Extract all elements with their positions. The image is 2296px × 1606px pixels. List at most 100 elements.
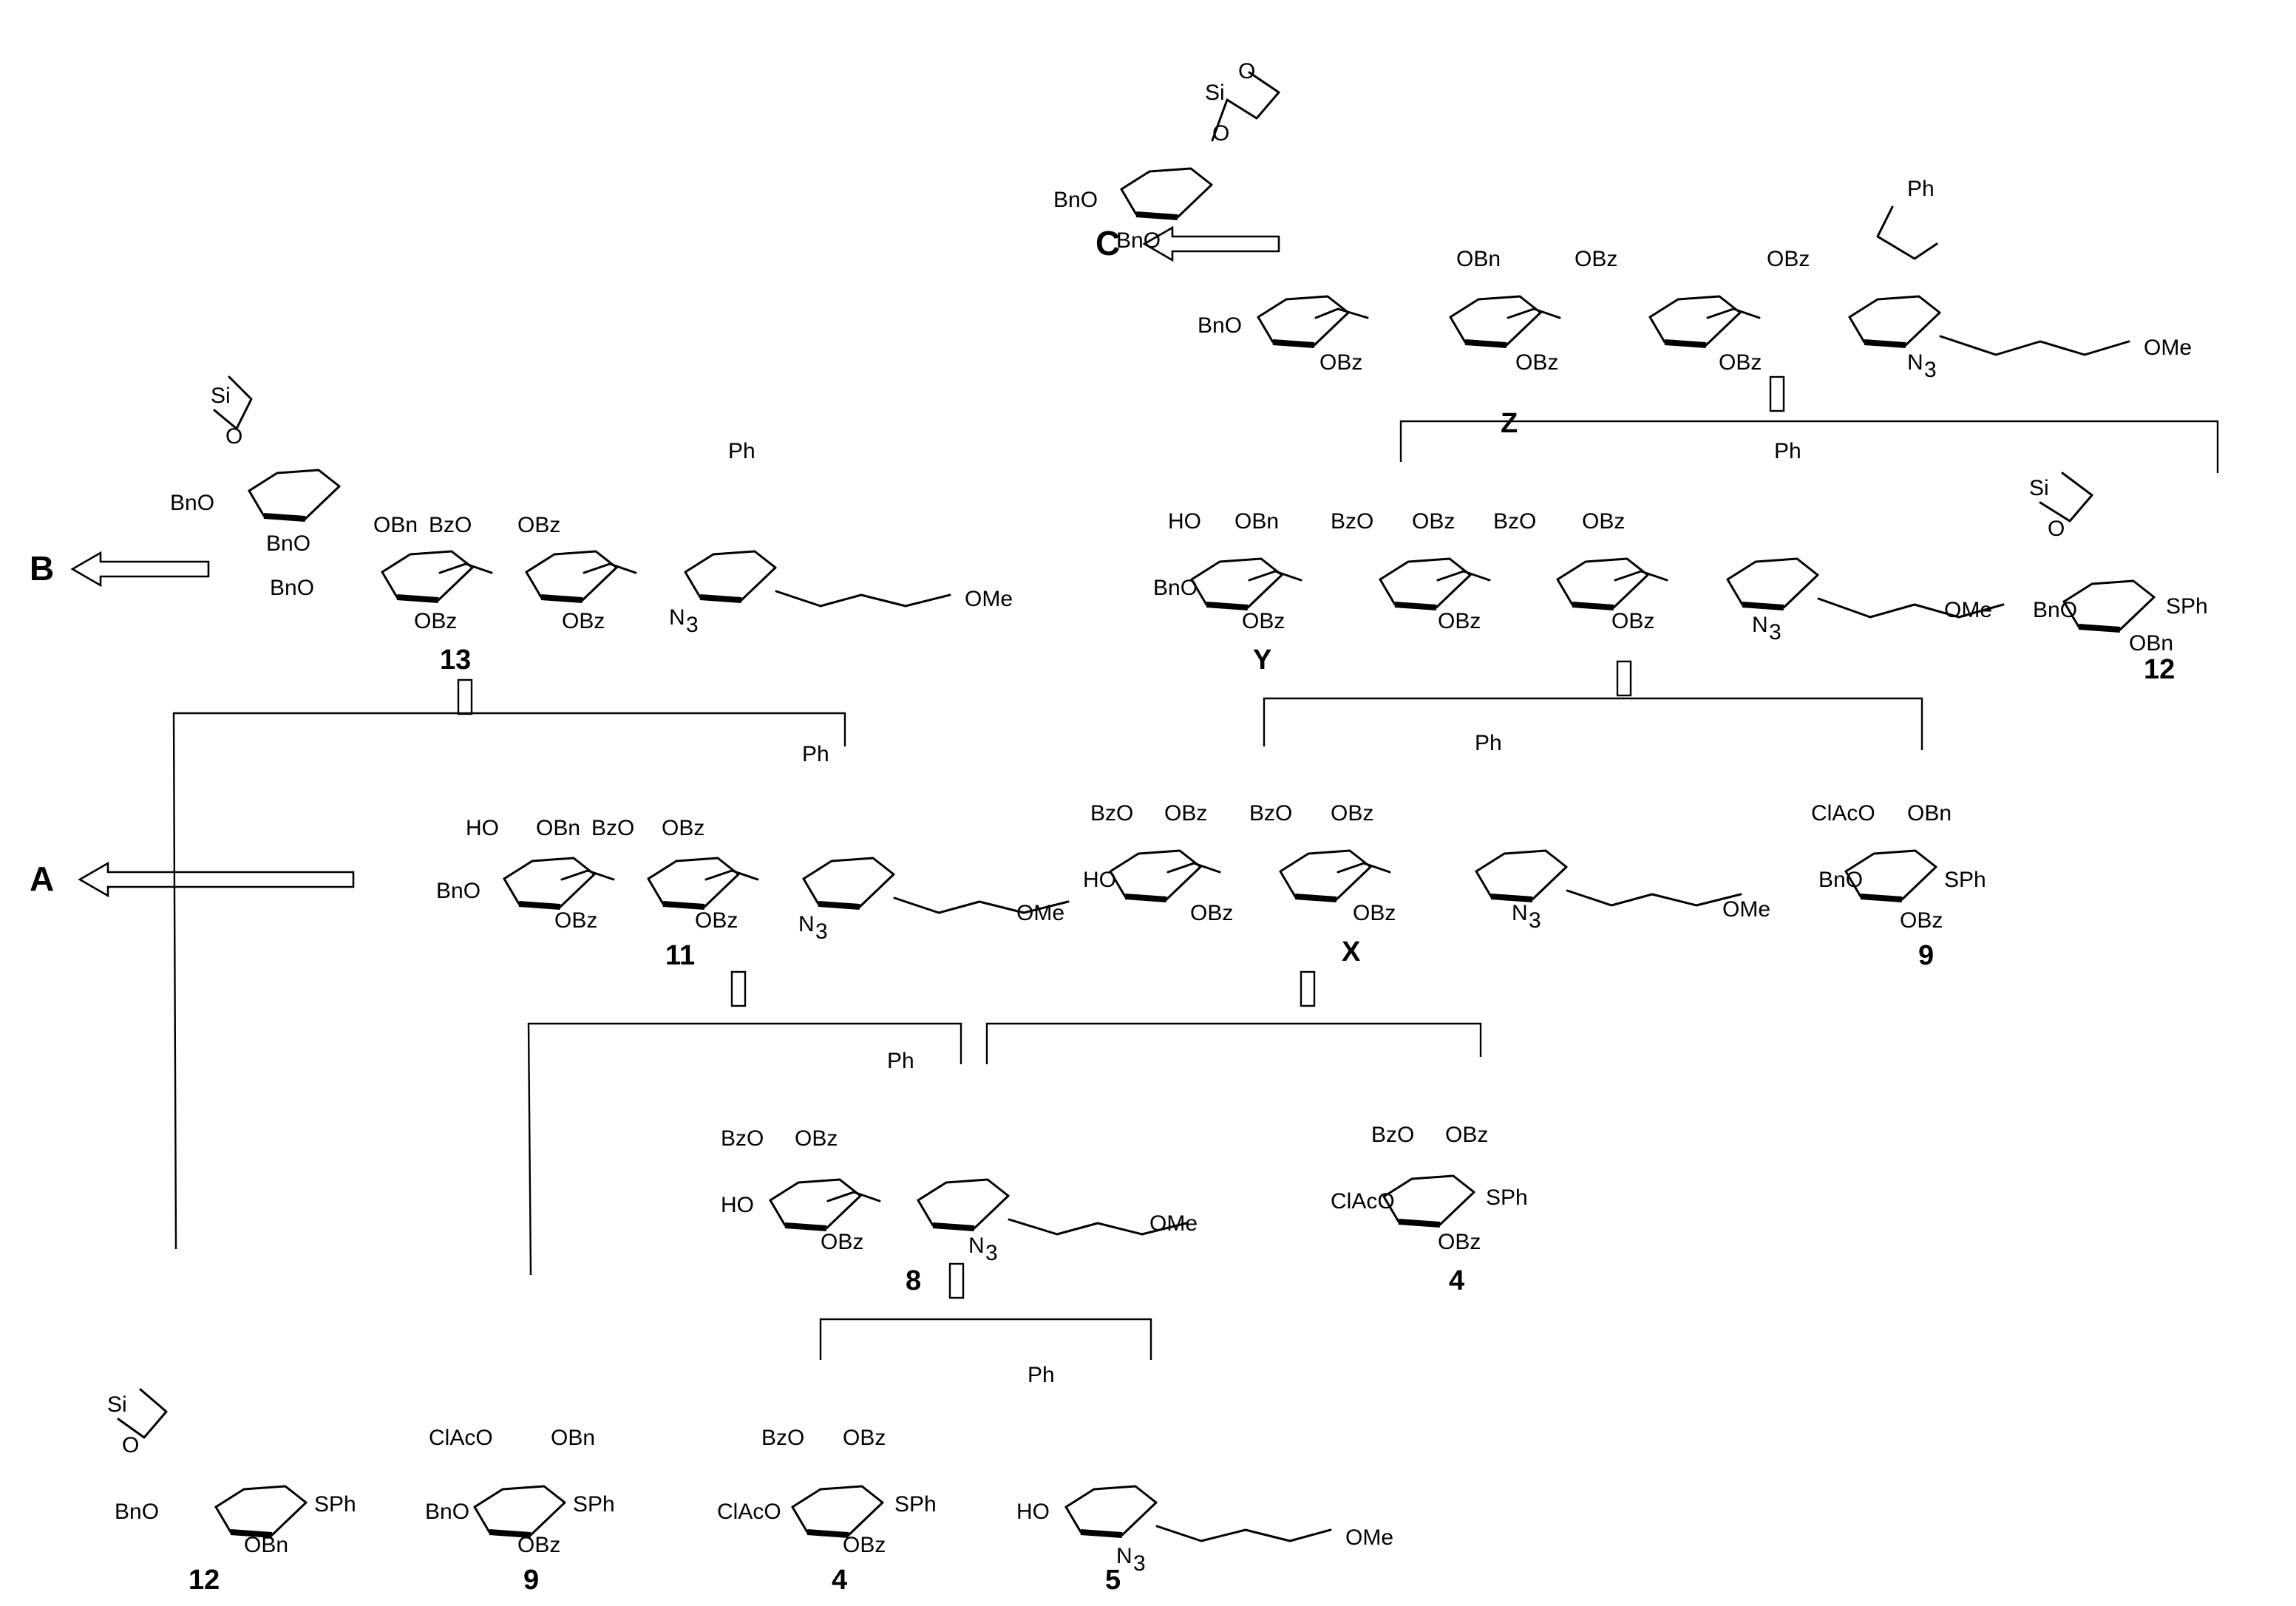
svg-text:Ph: Ph xyxy=(1907,177,1935,201)
compound-y: HO OBn BzO OBz BzO OBz Ph BnO OBz OBz OB… xyxy=(1153,439,2005,676)
svg-text:OBz: OBz xyxy=(1575,247,1617,271)
svg-text:Ph: Ph xyxy=(728,439,755,463)
svg-text:HO: HO xyxy=(1168,509,1201,534)
compound-label-9-bottom: 9 xyxy=(523,1565,539,1596)
svg-text:OBz: OBz xyxy=(414,609,457,633)
bracket-8 xyxy=(819,1318,1152,1360)
svg-text:OBn: OBn xyxy=(373,513,418,537)
svg-text:OMe: OMe xyxy=(1016,901,1064,925)
compound-label-4-bottom: 4 xyxy=(832,1565,847,1596)
svg-text:BnO: BnO xyxy=(1053,188,1098,212)
svg-text:BnO: BnO xyxy=(436,879,480,903)
compound-5: Ph HO N 3 OMe 5 xyxy=(1016,1363,1393,1596)
svg-text:ClAcO: ClAcO xyxy=(717,1500,781,1524)
svg-text:OBz: OBz xyxy=(695,908,738,933)
svg-text:BzO: BzO xyxy=(591,816,634,840)
svg-text:O: O xyxy=(122,1433,139,1457)
svg-text:N: N xyxy=(1907,350,1923,375)
svg-text:BnO: BnO xyxy=(1818,868,1863,892)
svg-text:O: O xyxy=(1212,121,1229,146)
bracket-11 xyxy=(527,1022,962,1276)
svg-text:HO: HO xyxy=(721,1193,754,1217)
svg-text:OMe: OMe xyxy=(1944,598,1992,622)
compound-label-13: 13 xyxy=(440,644,471,676)
compound-x: BzO OBz BzO OBz Ph HO OBz OBz N 3 OMe X xyxy=(1083,731,1770,967)
svg-text:SPh: SPh xyxy=(314,1492,356,1517)
svg-text:3: 3 xyxy=(1924,358,1937,382)
svg-text:OBn: OBn xyxy=(1907,801,1952,826)
retro-arrow-x xyxy=(1300,970,1316,1007)
svg-text:BzO: BzO xyxy=(721,1126,764,1151)
section-b-arrow xyxy=(70,551,210,588)
svg-text:OBz: OBz xyxy=(562,609,605,633)
svg-text:ClAcO: ClAcO xyxy=(1331,1189,1395,1214)
svg-text:HO: HO xyxy=(1083,868,1116,892)
svg-text:OBz: OBz xyxy=(1438,609,1481,633)
svg-text:OBz: OBz xyxy=(843,1426,886,1450)
svg-text:OBz: OBz xyxy=(517,1533,560,1557)
svg-text:BzO: BzO xyxy=(1331,509,1373,534)
bracket-x xyxy=(985,1022,1482,1064)
svg-text:SPh: SPh xyxy=(2166,594,2208,619)
svg-text:SPh: SPh xyxy=(573,1492,615,1517)
svg-text:BnO: BnO xyxy=(170,491,214,515)
svg-text:OBz: OBz xyxy=(517,513,560,537)
svg-text:OBz: OBz xyxy=(1767,247,1810,271)
svg-text:N: N xyxy=(669,605,685,630)
svg-text:OBz: OBz xyxy=(1438,1230,1481,1254)
svg-text:OMe: OMe xyxy=(1722,897,1770,922)
compound-label-4-right: 4 xyxy=(1449,1265,1464,1296)
compound-label-9-right: 9 xyxy=(1918,940,1934,971)
svg-text:OBn: OBn xyxy=(2129,631,2173,656)
svg-text:Ph: Ph xyxy=(887,1049,914,1073)
section-label-b: B xyxy=(30,549,54,588)
svg-text:3: 3 xyxy=(1133,1551,1146,1576)
svg-text:OBz: OBz xyxy=(1412,509,1455,534)
svg-text:OMe: OMe xyxy=(2144,336,2192,360)
compound-8: BzO OBz Ph HO OBz N 3 OMe 8 xyxy=(721,1049,1198,1296)
svg-text:N: N xyxy=(1116,1544,1132,1568)
svg-text:O: O xyxy=(2048,517,2065,541)
compound-label-z: Z xyxy=(1501,408,1518,439)
svg-text:OMe: OMe xyxy=(1345,1525,1393,1550)
svg-text:OBz: OBz xyxy=(662,816,704,840)
compound-9-bottom: ClAcO OBn BnO SPh OBz 9 xyxy=(425,1426,615,1596)
svg-text:OBz: OBz xyxy=(1331,801,1373,826)
svg-text:OBz: OBz xyxy=(1515,350,1558,375)
svg-text:BzO: BzO xyxy=(761,1426,804,1450)
compound-4-bottom: BzO OBz ClAcO SPh OBz 4 xyxy=(717,1426,937,1596)
svg-text:SPh: SPh xyxy=(894,1492,937,1517)
svg-text:OBn: OBn xyxy=(536,816,580,840)
svg-text:OBz: OBz xyxy=(843,1533,886,1557)
retro-arrow-z xyxy=(1769,375,1785,412)
svg-text:OBn: OBn xyxy=(244,1533,288,1557)
compound-label-x: X xyxy=(1342,936,1361,967)
svg-text:3: 3 xyxy=(815,919,828,944)
svg-text:Ph: Ph xyxy=(802,742,829,766)
compound-label-5: 5 xyxy=(1105,1565,1121,1596)
svg-text:BnO: BnO xyxy=(1198,313,1242,338)
svg-text:BnO: BnO xyxy=(1116,228,1161,253)
svg-text:OBz: OBz xyxy=(795,1126,838,1151)
svg-text:Si: Si xyxy=(1205,81,1225,105)
svg-text:SPh: SPh xyxy=(1944,868,1986,892)
svg-text:BzO: BzO xyxy=(1249,801,1292,826)
svg-text:OBn: OBn xyxy=(1456,247,1501,271)
svg-text:OBn: OBn xyxy=(1234,509,1279,534)
section-label-c: C xyxy=(1096,224,1120,262)
svg-text:OMe: OMe xyxy=(965,587,1013,611)
svg-text:BnO: BnO xyxy=(2033,598,2077,622)
svg-text:Si: Si xyxy=(2029,476,2049,500)
section-c-arrow xyxy=(1142,225,1280,262)
svg-text:Ph: Ph xyxy=(1774,439,1801,463)
compound-11: HO OBn BzO OBz Ph BnO OBz OBz N 3 OMe 11 xyxy=(436,742,1070,971)
svg-text:BnO: BnO xyxy=(1153,576,1198,600)
svg-text:BzO: BzO xyxy=(1493,509,1536,534)
retro-arrow-13 xyxy=(457,678,473,715)
svg-text:3: 3 xyxy=(985,1241,998,1265)
svg-text:N: N xyxy=(798,912,815,936)
compound-13: Si O BnO BnO OBn BzO OBz Ph BnO OBz OBz … xyxy=(170,375,1013,676)
svg-text:OBz: OBz xyxy=(1353,901,1396,925)
